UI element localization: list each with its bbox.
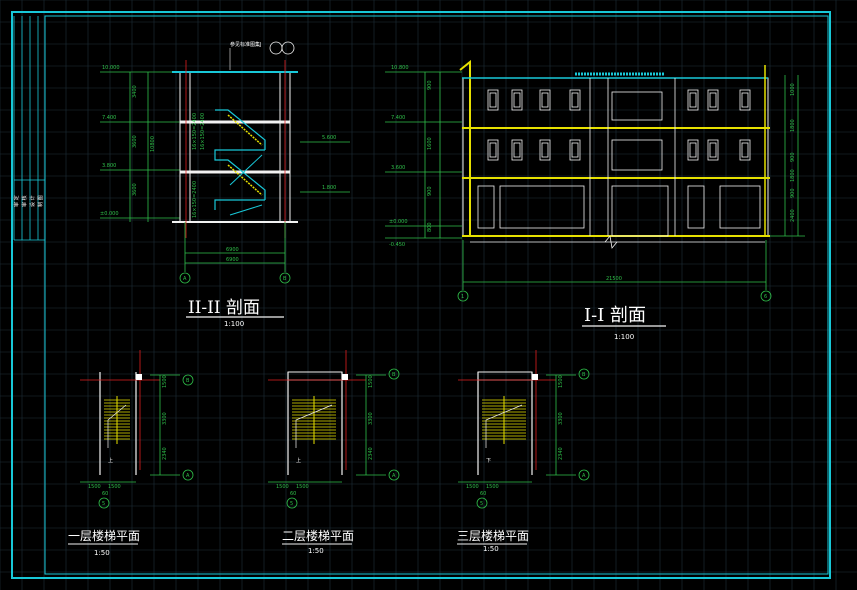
plan-1-scale: 1:50 xyxy=(94,549,110,557)
plan-2-side-dim-3: 2340 xyxy=(368,447,374,460)
plan-1-side-dim-3: 2340 xyxy=(162,447,168,460)
bottom-dim-1: 6900 xyxy=(226,247,239,253)
s1-elev-1: 10.800 xyxy=(391,65,409,71)
plan-1-bottom-dim-1: 1500 xyxy=(88,484,101,490)
plan-3-axis-a: A xyxy=(582,473,586,479)
plan-3-bottom-dim-1: 1500 xyxy=(466,484,479,490)
section-2-title: II-II 剖面 xyxy=(188,298,260,318)
plan-3-axis-b: B xyxy=(582,372,586,378)
s1-dim-left-4: 800 xyxy=(427,222,433,232)
s1-total-width: 21500 xyxy=(606,276,622,282)
dim-left-1: 3400 xyxy=(132,85,138,98)
plan-3-side-dim-1: 1500 xyxy=(558,375,564,388)
plan-3-title: 三层楼梯平面 xyxy=(457,528,529,543)
stair-note-2: 16×150=2400 xyxy=(200,113,206,150)
plan-2-side-dim-2: 3300 xyxy=(368,412,374,425)
side-strip-label-4: 制 图 xyxy=(37,195,44,207)
bottom-dim-2: 6900 xyxy=(226,257,239,263)
stair-note-1: 16×150=2400 xyxy=(192,113,198,150)
plan-3-scale: 1:50 xyxy=(483,545,499,553)
plan-3-side-dim-3: 2340 xyxy=(558,447,564,460)
s1-axis-6: 6 xyxy=(764,294,767,300)
plan-1-axis-a: A xyxy=(186,473,190,479)
plan-2-arrow-label: 上 xyxy=(296,457,301,464)
s1-dim-right-2: 1800 xyxy=(790,119,796,132)
s1-axis-1: 1 xyxy=(461,294,464,300)
plan-1-axis-5: 5 xyxy=(102,501,105,507)
plan-2-dim-below: 60 xyxy=(290,491,296,497)
s1-dim-right-3: 900 xyxy=(790,152,796,162)
dim-left-2: 3600 xyxy=(132,135,138,148)
s1-dim-right-5: 900 xyxy=(790,188,796,198)
elev-label-7400: 7.400 xyxy=(102,115,116,121)
section-1-title: I-I 剖面 xyxy=(584,305,646,326)
plan-3-bottom-dim-2: 1500 xyxy=(486,484,499,490)
axis-a-label: A xyxy=(183,276,187,282)
plan-2-axis-a: A xyxy=(392,473,396,479)
elev-label-3800: 3.800 xyxy=(102,163,116,169)
section-1-scale: 1:100 xyxy=(614,333,634,341)
s1-dim-left-2: 1600 xyxy=(427,137,433,150)
plan-2-axis-b: B xyxy=(392,372,396,378)
plan-1-dim-below: 60 xyxy=(102,491,108,497)
plan-2-scale: 1:50 xyxy=(308,547,324,555)
plan-3-axis-5: 5 xyxy=(480,501,483,507)
s1-dim-left-1: 900 xyxy=(427,80,433,90)
top-note: 参见标准图集J xyxy=(230,41,261,48)
section-1-drawing: 10.800 7.400 3.600 ±0.000 -0.450 900 160… xyxy=(385,59,805,341)
elev-label-10000: 10.000 xyxy=(102,65,120,71)
plan-1-title: 一层楼梯平面 xyxy=(68,528,140,543)
plan-1-arrow-label: 上 xyxy=(108,457,113,464)
right-elev-2: 1.800 xyxy=(322,185,336,191)
right-elev-1: 5.600 xyxy=(322,135,336,141)
dim-left-3: 3600 xyxy=(132,183,138,196)
stair-note-3: 16×150=2400 xyxy=(192,181,198,218)
plan-3-dim-below: 60 xyxy=(480,491,486,497)
sheet-outer-frame xyxy=(11,11,831,579)
s1-elev-5: -0.450 xyxy=(389,242,405,248)
s1-dim-right-6: 2400 xyxy=(790,209,796,222)
s1-elev-4: ±0.000 xyxy=(389,219,408,225)
plan-1-axis-b: B xyxy=(186,378,190,384)
elev-label-0: ±0.000 xyxy=(100,211,119,217)
s1-elev-2: 7.400 xyxy=(391,115,405,121)
dim-total: 10800 xyxy=(150,136,156,152)
section-2-scale: 1:100 xyxy=(224,320,244,328)
plan-2-axis-5: 5 xyxy=(290,501,293,507)
axis-b-label: B xyxy=(283,276,287,282)
side-title-strip: 审 定 审 核 设 计 制 图 xyxy=(13,16,45,241)
plan-1-bottom-dim-2: 1500 xyxy=(108,484,121,490)
plan-1-side-dim-1: 1500 xyxy=(162,375,168,388)
section-2-drawing: 10.000 7.400 3.800 ±0.000 3400 3600 3600… xyxy=(100,41,350,328)
s1-dim-left-3: 900 xyxy=(427,186,433,196)
s1-dim-right-1: 1000 xyxy=(790,83,796,96)
s1-elev-3: 3.600 xyxy=(391,165,405,171)
plan-3-arrow-label: 下 xyxy=(486,458,491,464)
s1-dim-right-4: 1800 xyxy=(790,169,796,182)
side-strip-label-1: 审 定 xyxy=(13,195,20,207)
plan-2-bottom-dim-2: 1500 xyxy=(296,484,309,490)
plan-2-bottom-dim-1: 1500 xyxy=(276,484,289,490)
plan-1-side-dim-2: 3300 xyxy=(162,412,168,425)
side-strip-label-3: 设 计 xyxy=(29,195,36,207)
plan-3-side-dim-2: 3300 xyxy=(558,412,564,425)
side-strip-label-2: 审 核 xyxy=(21,195,28,207)
plan-2-side-dim-1: 1500 xyxy=(368,375,374,388)
plan-2-title: 二层楼梯平面 xyxy=(282,528,354,543)
sheet-inner-frame xyxy=(44,15,829,575)
